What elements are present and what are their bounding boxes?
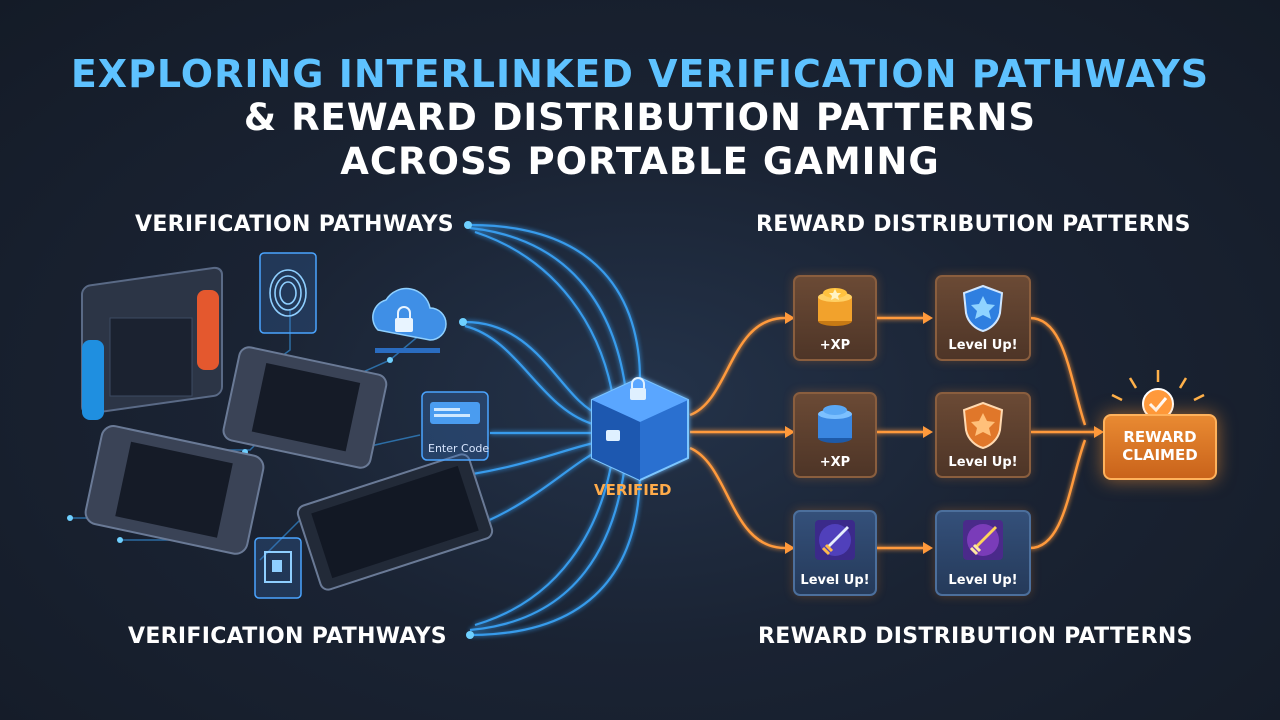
handheld-console-mid [222, 346, 388, 469]
orange-path-row3 [689, 446, 786, 550]
blue-path-top-1 [469, 223, 642, 381]
reward-section-title-bottom: REWARD DISTRIBUTION PATTERNS [758, 624, 1193, 649]
title-line-1: EXPLORING INTERLINKED VERIFICATION PATHW… [70, 52, 1210, 96]
gold-coins-icon [818, 288, 852, 326]
reward-claimed-badge: REWARD CLAIMED [1103, 414, 1217, 480]
reward-claimed-line-2: CLAIMED [1122, 446, 1198, 464]
code-card-icon [421, 391, 489, 461]
reward-label: +XP [819, 338, 851, 353]
verified-label: VERIFIED [594, 481, 672, 499]
reward-section-title-top: REWARD DISTRIBUTION PATTERNS [756, 212, 1191, 237]
tablet-device [296, 453, 494, 591]
blue-path-top-2 [469, 226, 627, 386]
blue-path-top-3 [474, 230, 614, 393]
reward-box-levelup-sword-blue: Level Up! [793, 510, 877, 596]
verification-section-title-top: VERIFICATION PATHWAYS [135, 212, 454, 237]
blue-coins-icon [818, 405, 852, 443]
orange-shield-icon [962, 401, 1004, 450]
orange-path-row1 [689, 316, 786, 417]
blue-shield-icon [962, 284, 1004, 333]
blue-path-mid-2 [464, 324, 597, 427]
claimed-burst [1111, 370, 1205, 402]
reward-box-levelup-blue-shield: Level Up! [935, 275, 1031, 361]
reward-box-levelup-orange-shield: Level Up! [935, 392, 1031, 478]
reward-label: Level Up! [800, 573, 870, 588]
sword-icon [815, 520, 855, 560]
orange-path-r1-out [1029, 316, 1087, 426]
title-line-2: & REWARD DISTRIBUTION PATTERNS [243, 96, 1037, 139]
reward-label: Level Up! [948, 573, 1018, 588]
qr-code-icon [254, 537, 302, 599]
reward-box-levelup-sword-gold: Level Up! [935, 510, 1031, 596]
title-line-3: ACROSS PORTABLE GAMING [340, 140, 940, 183]
verification-section-title-bottom: VERIFICATION PATHWAYS [128, 624, 447, 649]
orange-path-r3-out [1029, 439, 1087, 550]
reward-label: Level Up! [948, 338, 1018, 353]
blue-path-bottom-1 [469, 469, 642, 637]
verified-hub-cube [591, 376, 689, 482]
reward-label: +XP [819, 455, 851, 470]
handheld-console-front [84, 425, 265, 555]
cloud-lock-icon [372, 287, 447, 353]
reward-label: Level Up! [948, 455, 1018, 470]
blue-path-bottom-3 [474, 459, 614, 627]
golden-sword-icon [963, 520, 1003, 560]
blue-path-bottom-2 [469, 464, 627, 632]
reward-claimed-line-1: REWARD [1123, 428, 1197, 446]
blue-path-mid-1 [464, 320, 601, 417]
reward-box-xp-coins-blue: +XP [793, 392, 877, 478]
reward-box-xp-coins-gold: +XP [793, 275, 877, 361]
switch-console-back [81, 266, 223, 420]
code-card-label: Enter Code [428, 442, 490, 455]
fingerprint-icon [259, 252, 317, 334]
